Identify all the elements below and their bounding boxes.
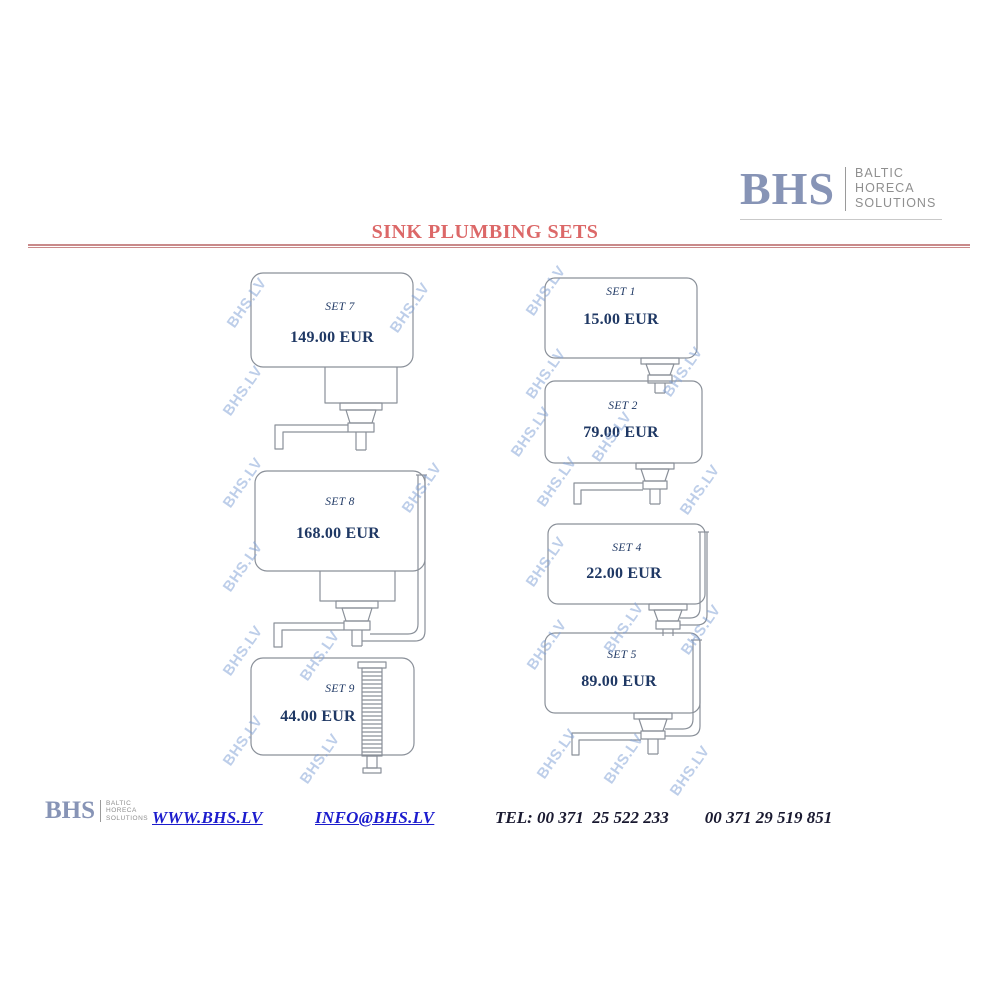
sink-drawing-set-7	[250, 272, 414, 451]
website-link[interactable]: WWW.BHS.LV	[152, 808, 263, 827]
set-label: SET 5	[607, 649, 637, 661]
set-label: SET 8	[325, 496, 355, 508]
set-label: SET 1	[606, 286, 636, 298]
email-link[interactable]: INFO@BHS.LV	[315, 808, 435, 827]
set-label: SET 4	[612, 542, 642, 554]
set-price: 89.00 EUR	[581, 673, 657, 690]
set-price: 44.00 EUR	[280, 708, 356, 725]
logo-subtitle-line: HORECA	[106, 807, 137, 815]
sink-drawing-set-2	[544, 380, 703, 505]
logo-divider	[845, 166, 847, 211]
set-label: SET 9	[325, 683, 355, 695]
set-label: SET 2	[608, 400, 638, 412]
set-price: 168.00 EUR	[296, 525, 380, 542]
sink-drawing-set-5	[544, 632, 702, 756]
logo-subtitle: BALTIC HORECA SOLUTIONS	[855, 166, 936, 211]
logo-subtitle-line: HORECA	[855, 181, 915, 195]
sink-drawing-set-4	[547, 523, 709, 636]
set-price: 22.00 EUR	[586, 565, 662, 582]
bhs-logo-footer: BHS BALTIC HORECA SOLUTIONS	[45, 797, 148, 824]
product-card-set-8: SET 8 168.00 EUR	[250, 463, 442, 663]
sink-drawing-set-8	[254, 470, 427, 648]
set-price: 149.00 EUR	[290, 329, 374, 346]
logo-divider	[100, 800, 102, 822]
logo-subtitle-line: SOLUTIONS	[106, 814, 149, 822]
logo-subtitle-line: BALTIC	[855, 166, 904, 180]
phone-number-1: TEL: 00 371 25 522 233	[495, 808, 669, 827]
product-card-set-5: SET 5 89.00 EUR	[540, 628, 712, 776]
set-label: SET 7	[325, 301, 355, 313]
set-price: 79.00 EUR	[583, 424, 659, 441]
logo-subtitle-line: BALTIC	[106, 799, 132, 807]
bhs-logo-text: BHS	[45, 797, 96, 824]
product-card-set-4: SET 4 22.00 EUR	[543, 518, 715, 638]
product-card-set-7: SET 7 149.00 EUR	[245, 263, 430, 468]
title-rule	[28, 244, 970, 248]
product-card-set-1: SET 1 15.00 EUR	[540, 272, 702, 397]
bhs-logo-text: BHS	[740, 162, 836, 214]
bhs-logo-header: BHS BALTIC HORECA SOLUTIONS	[740, 162, 942, 220]
logo-subtitle: BALTIC HORECA SOLUTIONS	[106, 800, 148, 823]
phone-number-2: 00 371 29 519 851	[704, 808, 833, 827]
sink-drawing-set-9	[250, 657, 415, 774]
product-card-set-2: SET 2 79.00 EUR	[540, 376, 710, 516]
set-price: 15.00 EUR	[583, 311, 659, 328]
product-card-set-9: SET 9 44.00 EUR	[246, 652, 431, 777]
phone-numbers: TEL: 00 371 25 522 233 00 371 29 519 851	[495, 808, 832, 828]
page-title: SINK PLUMBING SETS	[371, 221, 599, 243]
logo-subtitle-line: SOLUTIONS	[855, 196, 937, 210]
sink-drawing-set-1	[544, 277, 698, 394]
